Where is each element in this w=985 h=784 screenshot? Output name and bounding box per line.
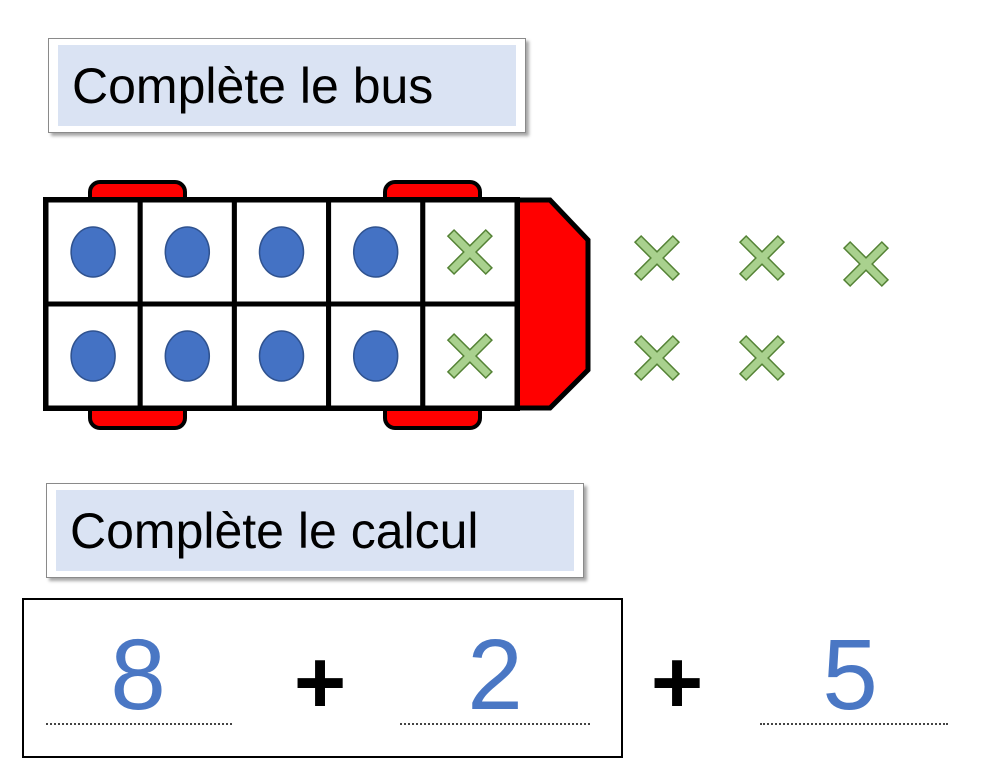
blue-dot: [164, 330, 211, 382]
green-cross-icon: [633, 334, 681, 382]
bus-ten-frame: [43, 180, 591, 430]
blue-dot: [258, 226, 305, 278]
green-cross-icon: [738, 234, 786, 282]
bus-title: Complète le bus: [58, 45, 516, 126]
green-cross-icon: [738, 334, 786, 382]
blue-dot: [352, 330, 399, 382]
calc-term-2: 2: [467, 619, 523, 731]
calc-title: Complète le calcul: [56, 490, 574, 571]
bus-cell: [326, 301, 426, 411]
answer-line-2: [400, 723, 590, 725]
calc-plus-1: +: [293, 633, 347, 733]
blue-dot: [258, 330, 305, 382]
calc-plus-2: +: [650, 633, 704, 733]
bus-title-box: Complète le bus: [48, 38, 526, 133]
blue-dot: [164, 226, 211, 278]
calc-title-box: Complète le calcul: [46, 483, 584, 578]
blue-dot: [352, 226, 399, 278]
calc-term-3: 5: [822, 619, 878, 731]
bus-cells: [43, 197, 520, 411]
green-cross-icon: [633, 234, 681, 282]
green-cross-icon: [446, 228, 493, 276]
answer-line-1: [46, 723, 232, 725]
green-cross-icon: [842, 240, 890, 288]
bus-front: [512, 197, 591, 411]
green-cross-icon: [446, 332, 493, 380]
blue-dot: [70, 226, 116, 278]
calc-box: [22, 598, 623, 758]
blue-dot: [70, 330, 116, 382]
answer-line-3: [760, 723, 948, 725]
calc-term-1: 8: [110, 619, 166, 731]
